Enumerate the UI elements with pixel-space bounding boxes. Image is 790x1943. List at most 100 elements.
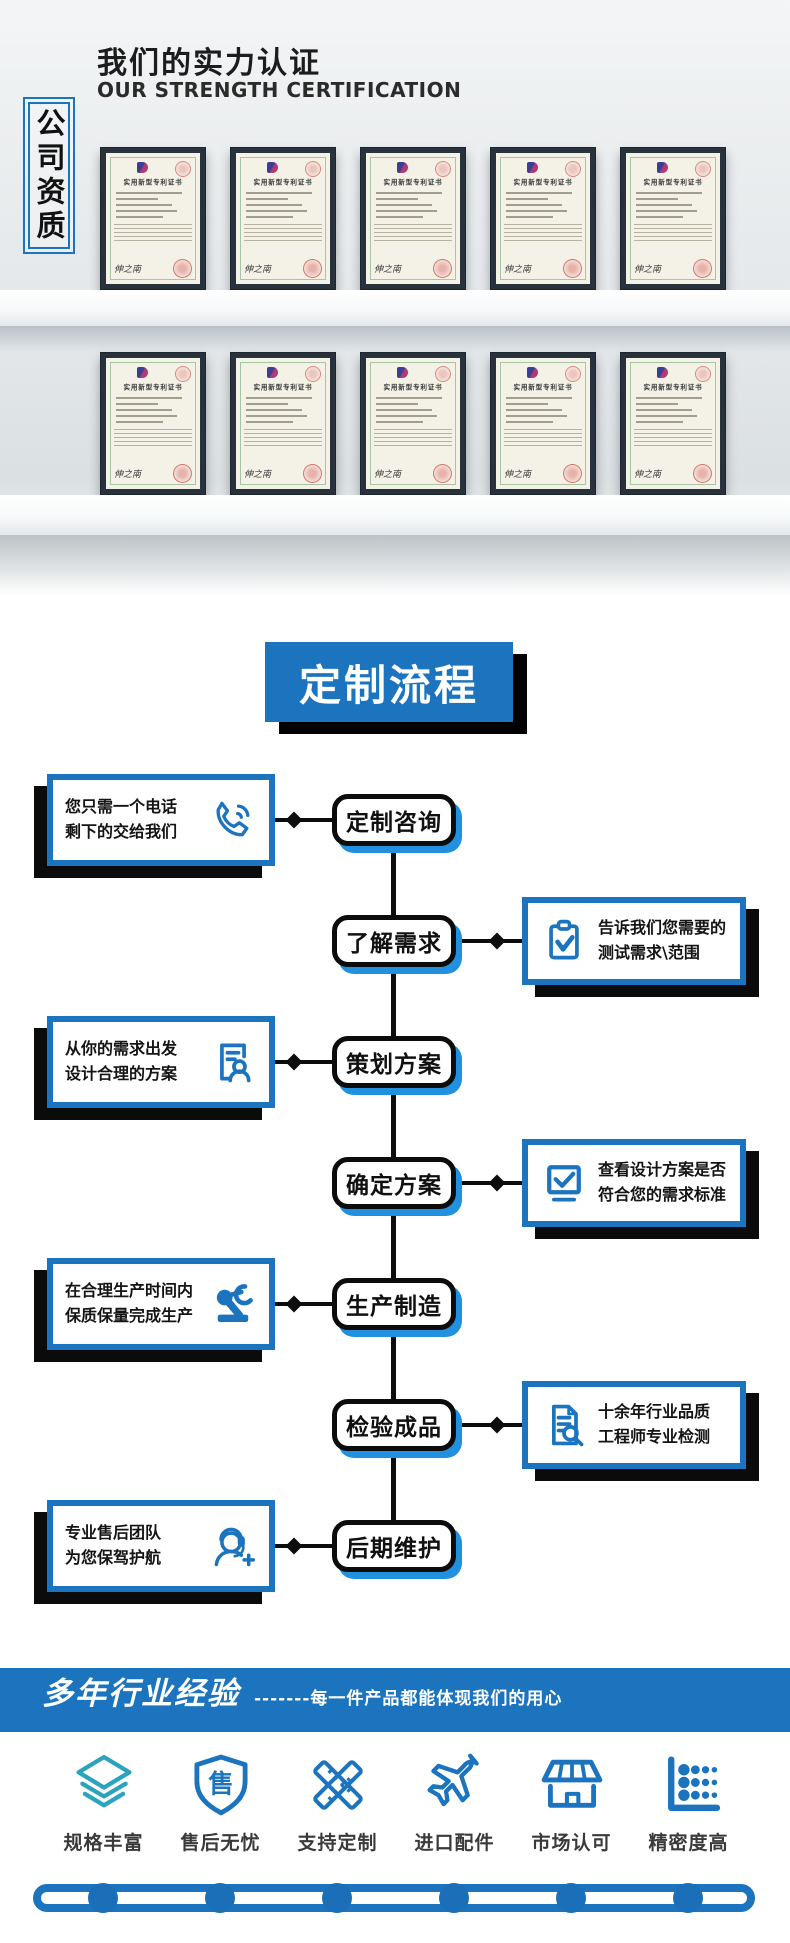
certificate-paper: 实用新型专利证书 伸之南 — [626, 153, 720, 284]
monitor-check-icon — [547, 1165, 581, 1202]
certificate-top-seal-icon — [565, 161, 581, 177]
certificate-paper: 实用新型专利证书 伸之南 — [106, 358, 200, 489]
shelf-board-2 — [0, 495, 790, 535]
certificate-frame: 实用新型专利证书 伸之南 — [620, 147, 726, 290]
document-person-icon — [220, 1043, 251, 1083]
timeline-dot — [205, 1883, 235, 1913]
certificate-border-decoration — [500, 362, 586, 485]
connector-diamond — [488, 932, 506, 950]
store-icon — [541, 1759, 602, 1808]
shelf-board-1 — [0, 290, 790, 326]
certificate-top-seal-icon — [305, 366, 321, 382]
certificate-top-seal-icon — [175, 161, 191, 177]
patent-logo-icon — [267, 367, 278, 378]
feature-precision: 精密度高 — [630, 1752, 747, 1855]
flow-node-inspection: 检验成品 — [332, 1399, 456, 1451]
timeline-track — [33, 1884, 755, 1912]
certificate-red-seal-icon — [173, 259, 192, 278]
certificate-signature: 伸之南 — [634, 470, 662, 480]
certificate-paper: 实用新型专利证书 伸之南 — [366, 153, 460, 284]
feature-market: 市场认可 — [513, 1752, 630, 1855]
robot-arm-icon — [216, 1284, 253, 1322]
certificate-signature: 伸之南 — [504, 470, 532, 480]
certificate-border-decoration — [630, 362, 716, 485]
experience-bar-title: 多年行业经验 — [42, 1676, 240, 1712]
certificate-signature: 伸之南 — [244, 265, 272, 275]
certificate-border-decoration — [630, 157, 716, 280]
page-subtitle: OUR STRENGTH CERTIFICATION — [97, 78, 462, 102]
certificate-red-seal-icon — [433, 259, 452, 278]
flow-node-confirm: 确定方案 — [332, 1157, 456, 1209]
certificate-frame: 实用新型专利证书 伸之南 — [490, 352, 596, 495]
note-box-production: 在合理生产时间内 保质保量完成生产 — [47, 1258, 275, 1350]
layers-icon — [75, 1754, 132, 1808]
page-title: 我们的实力认证 — [97, 46, 321, 81]
certificate-title: 实用新型专利证书 — [513, 383, 573, 392]
crossed-rulers-icon — [312, 1760, 363, 1810]
note-box-aftersales: 专业售后团队 为您保驾护航 — [47, 1500, 275, 1592]
certificate-title: 实用新型专利证书 — [123, 178, 183, 187]
connector-diamond — [285, 1537, 303, 1555]
certificate-frame: 实用新型专利证书 伸之南 — [230, 147, 336, 290]
certificate-border-decoration — [240, 362, 326, 485]
certificate-shelf-row-1: 实用新型专利证书 伸之南 实用新型专利证书 伸之南 — [0, 147, 790, 290]
certificate-red-seal-icon — [303, 259, 322, 278]
certificate-title: 实用新型专利证书 — [123, 383, 183, 392]
certificate-signature: 伸之南 — [374, 470, 402, 480]
certificate-red-seal-icon — [693, 259, 712, 278]
certificate-border-decoration — [370, 157, 456, 280]
connector-diamond — [285, 1053, 303, 1071]
certificate-title: 实用新型专利证书 — [383, 178, 443, 187]
certificate-signature: 伸之南 — [114, 470, 142, 480]
certificate-title: 实用新型专利证书 — [513, 178, 573, 187]
timeline-dot — [673, 1883, 703, 1913]
certificate-paper: 实用新型专利证书 伸之南 — [236, 358, 330, 489]
certificate-top-seal-icon — [565, 366, 581, 382]
flow-node-consult: 定制咨询 — [332, 794, 456, 846]
certificate-signature: 伸之南 — [114, 265, 142, 275]
certificate-paper: 实用新型专利证书 伸之南 — [496, 153, 590, 284]
certificate-red-seal-icon — [433, 464, 452, 483]
timeline-dot — [439, 1883, 469, 1913]
certificate-top-seal-icon — [695, 161, 711, 177]
certificate-frame: 实用新型专利证书 伸之南 — [490, 147, 596, 290]
patent-logo-icon — [397, 162, 408, 173]
certificate-shelf-row-2: 实用新型专利证书 伸之南 实用新型专利证书 伸之南 — [0, 352, 790, 495]
certificate-frame: 实用新型专利证书 伸之南 — [100, 352, 206, 495]
certificate-frame: 实用新型专利证书 伸之南 — [620, 352, 726, 495]
note-box-requirements: 告诉我们您需要的 测试需求\范围 — [522, 897, 746, 985]
connector-diamond — [488, 1174, 506, 1192]
shelf-shadow-2 — [0, 535, 790, 597]
note-box-consult: 您只需一个电话 剩下的交给我们 — [47, 774, 275, 866]
certificate-border-decoration — [500, 157, 586, 280]
patent-logo-icon — [397, 367, 408, 378]
patent-logo-icon — [657, 367, 668, 378]
phone-icon — [216, 801, 250, 837]
timeline-dot — [556, 1883, 586, 1913]
certificate-title: 实用新型专利证书 — [253, 178, 313, 187]
certificate-top-seal-icon — [435, 366, 451, 382]
flow-node-maintenance: 后期维护 — [332, 1520, 456, 1572]
plane-icon — [426, 1753, 479, 1807]
feature-row: 规格丰富 售 售后无忧 支持定制 进口配件 — [45, 1752, 747, 1855]
svg-text:售: 售 — [208, 1769, 233, 1799]
certificate-title: 实用新型专利证书 — [383, 383, 443, 392]
feature-custom: 支持定制 — [279, 1752, 396, 1855]
note-box-confirm: 查看设计方案是否 符合您的需求标准 — [522, 1139, 746, 1227]
patent-logo-icon — [527, 367, 538, 378]
certificate-frame: 实用新型专利证书 伸之南 — [230, 352, 336, 495]
process-banner-title: 定制流程 — [298, 660, 479, 710]
certificate-border-decoration — [370, 362, 456, 485]
flow-node-production: 生产制造 — [332, 1278, 456, 1330]
certificate-frame: 实用新型专利证书 伸之南 — [360, 352, 466, 495]
side-label: 公司资质 — [32, 107, 66, 244]
patent-logo-icon — [137, 367, 148, 378]
feature-imported: 进口配件 — [396, 1752, 513, 1855]
certificate-paper: 实用新型专利证书 伸之南 — [496, 358, 590, 489]
certificate-title: 实用新型专利证书 — [643, 178, 703, 187]
connector-diamond — [285, 811, 303, 829]
certificate-red-seal-icon — [563, 464, 582, 483]
certificate-border-decoration — [110, 362, 196, 485]
certificate-red-seal-icon — [173, 464, 192, 483]
certificate-paper: 实用新型专利证书 伸之南 — [626, 358, 720, 489]
